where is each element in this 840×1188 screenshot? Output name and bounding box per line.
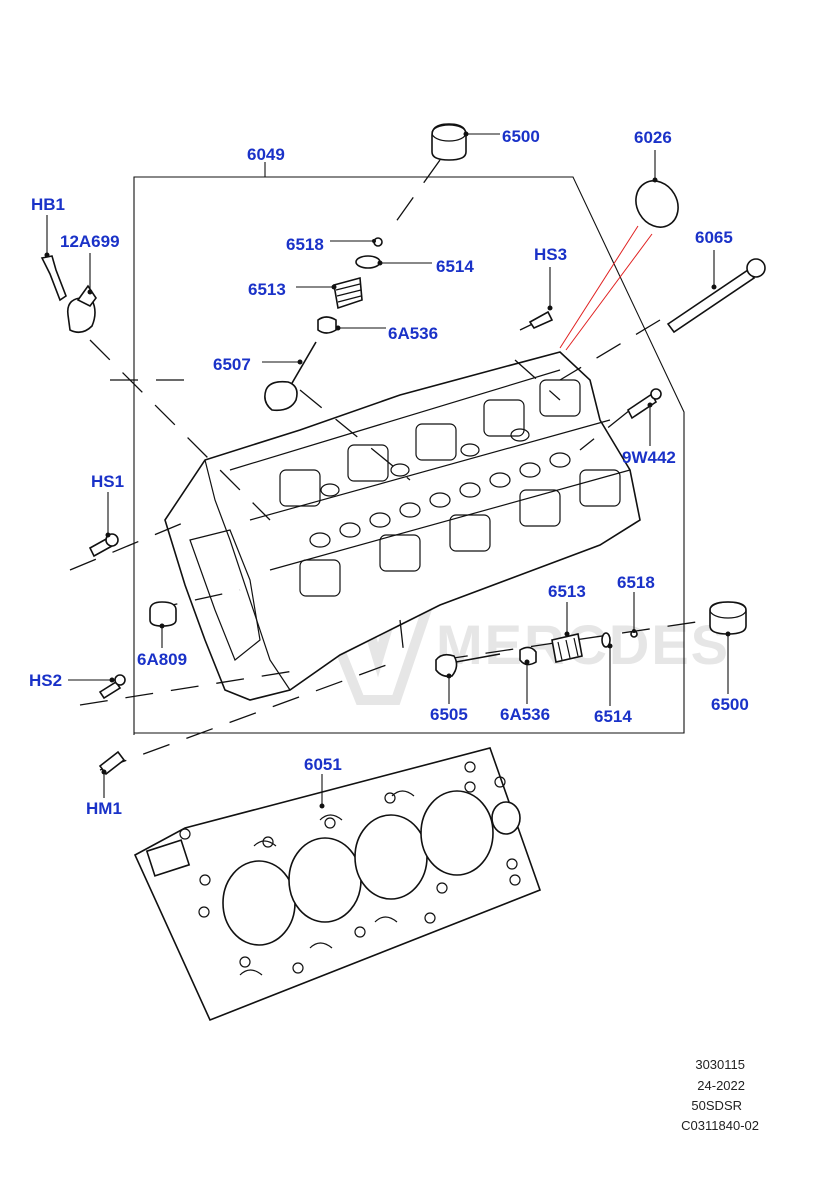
- assembly-box: [133, 162, 685, 735]
- callout-hm1: HM1: [86, 799, 122, 818]
- callout-hb1: HB1: [31, 195, 65, 214]
- callout-6065: 6065: [695, 228, 733, 247]
- tappet-top: [431, 123, 500, 161]
- callouts: 6049 6500 6026 HB1 12A699 6518 6514 HS3 …: [29, 127, 749, 818]
- callout-6a536-bottom: 6A536: [500, 705, 550, 724]
- dowel-hm1: [98, 750, 126, 798]
- callout-6500-bottom: 6500: [711, 695, 749, 714]
- sensor-assembly: [40, 215, 97, 334]
- callout-6500-top: 6500: [502, 127, 540, 146]
- plug-cap: [635, 150, 679, 228]
- reference-block: 3030115 24-2022 50SDSR C0311840-02: [681, 1057, 759, 1133]
- callout-hs1: HS1: [91, 472, 124, 491]
- callout-6049: 6049: [247, 145, 285, 164]
- callout-6507: 6507: [213, 355, 251, 374]
- watermark-text: MERCDES: [436, 613, 730, 676]
- callout-6514-bottom: 6514: [594, 707, 632, 726]
- bolt-hs1: [88, 492, 119, 558]
- plug-6a809: [149, 601, 177, 648]
- callout-hs3: HS3: [534, 245, 567, 264]
- tappet-bottom: [709, 601, 747, 694]
- callout-12a699: 12A699: [60, 232, 120, 251]
- callout-6518-bottom: 6518: [617, 573, 655, 592]
- reference-line-1: 3030115: [695, 1057, 745, 1072]
- cylinder-head: [164, 351, 641, 701]
- callout-6026: 6026: [634, 128, 672, 147]
- head-bolt: [666, 250, 766, 334]
- head-gasket: [133, 747, 542, 1022]
- callout-6514-top: 6514: [436, 257, 474, 276]
- valve-train-upper: [262, 237, 432, 412]
- reference-line-3: 50SDSR: [691, 1098, 742, 1113]
- stud-hs3: [528, 267, 554, 330]
- callout-6518-top: 6518: [286, 235, 324, 254]
- red-leaders: [559, 225, 653, 351]
- callout-6051: 6051: [304, 755, 342, 774]
- callout-6a536-top: 6A536: [388, 324, 438, 343]
- callout-6513-bottom: 6513: [548, 582, 586, 601]
- callout-9w442: 9W442: [622, 448, 676, 467]
- valve-train-lower: [435, 592, 638, 706]
- bolt-hs2: [68, 674, 126, 700]
- callout-6513-top: 6513: [248, 280, 286, 299]
- callout-hs2: HS2: [29, 671, 62, 690]
- callout-6a809: 6A809: [137, 650, 187, 669]
- reference-line-4: C0311840-02: [681, 1118, 759, 1133]
- stud-9w442: [626, 388, 662, 446]
- reference-line-2: 24-2022: [697, 1078, 745, 1093]
- callout-6505: 6505: [430, 705, 468, 724]
